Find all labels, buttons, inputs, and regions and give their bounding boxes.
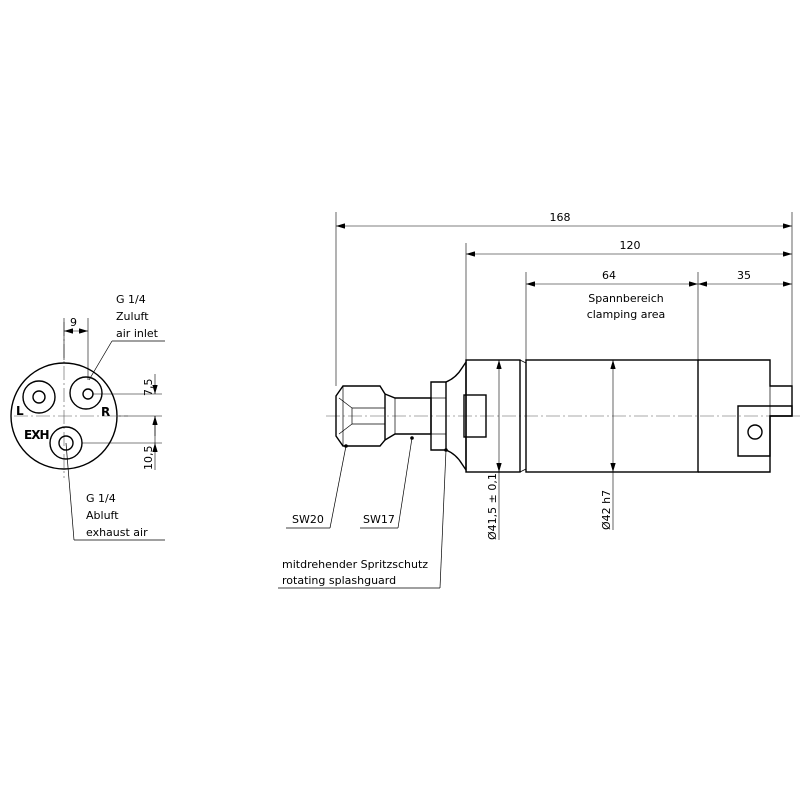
dia-42-text: Ø42 h7 [600, 490, 613, 530]
end-view: L R EXH 9 G 1/4 Zuluft air inlet 7,5 10,… [10, 293, 165, 541]
front-housing [465, 359, 521, 473]
port-l-outer [22, 380, 56, 414]
collet-nut [335, 385, 386, 447]
sw17-leader [397, 437, 413, 529]
splashguard-en: rotating splashguard [282, 574, 396, 587]
splashguard-de: mitdrehender Spritzschutz [282, 558, 428, 571]
spindle-neck [384, 393, 432, 441]
port-r-inner [82, 388, 94, 400]
port-exhaust-label: EXH [24, 428, 49, 442]
collet-nut-flats [338, 397, 353, 435]
inlet-thread: G 1/4 [116, 293, 146, 306]
rear-port-block [737, 405, 793, 457]
front-housing-chamfer-bottom [519, 468, 527, 473]
exhaust-leader [65, 442, 75, 541]
rear-housing [698, 359, 793, 473]
dia-41-text: Ø41,5 ± 0,1 [486, 473, 499, 540]
clamp-de: Spannbereich [588, 292, 664, 305]
dim-lower-text: 10,5 [142, 446, 155, 471]
dim-35-text: 35 [737, 269, 751, 282]
front-housing-chamfer-top [519, 359, 527, 364]
clamp-en: clamping area [587, 308, 666, 321]
sw20-text: SW20 [292, 513, 324, 526]
sw17-text: SW17 [363, 513, 395, 526]
side-view: 168 120 64 Spannbereich clamping area 35… [278, 211, 800, 589]
port-l-label: L [16, 404, 24, 418]
exhaust-thread: G 1/4 [86, 492, 116, 505]
exhaust-de: Abluft [86, 509, 119, 522]
port-r-label: R [101, 405, 110, 419]
dim-120-text: 120 [620, 239, 641, 252]
splashguard-leader [439, 449, 447, 589]
splashguard-window [463, 394, 487, 438]
port-l-inner [32, 390, 46, 404]
inlet-de: Zuluft [116, 310, 149, 323]
port-exhaust-inner [58, 435, 74, 451]
dim-upper-text: 7,5 [142, 379, 155, 397]
dim-168-text: 168 [550, 211, 571, 224]
port-r-outer [69, 376, 103, 410]
inlet-leader [88, 340, 113, 381]
rear-port-hole [747, 424, 763, 440]
inlet-en: air inlet [116, 327, 159, 340]
sw20-leader [329, 445, 347, 529]
end-view-outline [10, 362, 118, 470]
exhaust-en: exhaust air [86, 526, 148, 539]
dim-64-text: 64 [602, 269, 616, 282]
dim-9-text: 9 [70, 316, 77, 329]
